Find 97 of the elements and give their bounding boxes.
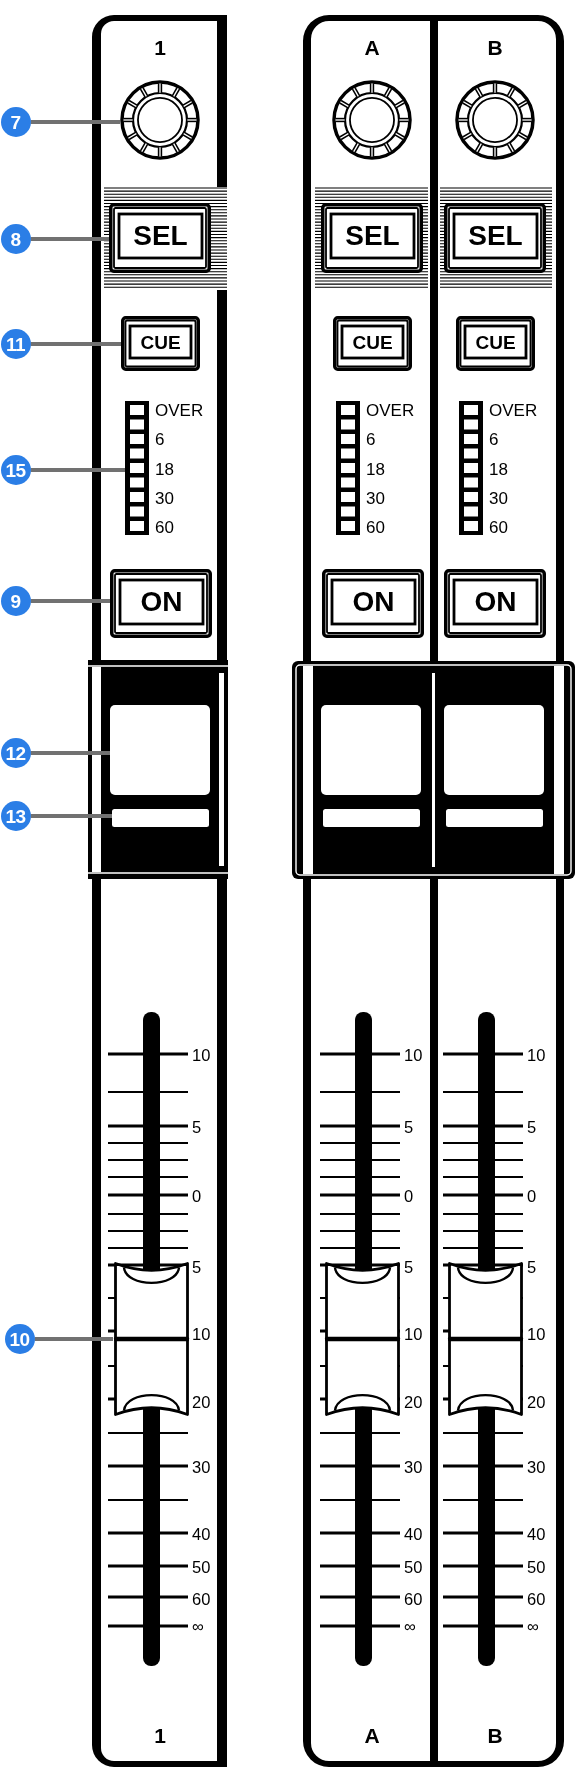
channel-label: 1 xyxy=(154,36,166,58)
channel-label: B xyxy=(487,36,503,58)
meter-scale-label: 30 xyxy=(489,489,508,507)
callout-number: 13 xyxy=(0,801,31,831)
fader-scale-label: 40 xyxy=(192,1525,211,1543)
name-display xyxy=(112,809,209,827)
callout-number: 9 xyxy=(0,586,31,616)
callout-number: 11 xyxy=(0,329,31,359)
fader-scale-label: 5 xyxy=(192,1118,202,1136)
channel-label: 1 xyxy=(154,1724,166,1746)
fader-scale-label: 20 xyxy=(404,1393,423,1411)
channel-strip xyxy=(303,15,434,1767)
meter-scale-label: OVER xyxy=(366,401,415,419)
sel-button: SEL xyxy=(444,203,546,273)
fader-scale-label: 50 xyxy=(192,1558,211,1576)
leader-line xyxy=(30,468,125,472)
fader-scale-label: 5 xyxy=(404,1258,414,1276)
meter-scale-label: 18 xyxy=(489,460,508,478)
cue-button: CUE xyxy=(121,316,200,371)
sel-button: SEL xyxy=(321,203,423,273)
fader-scale-label: ∞ xyxy=(404,1617,416,1635)
fader-scale-label: 30 xyxy=(192,1458,211,1476)
fader-scale-label: 0 xyxy=(404,1187,414,1205)
leader-line xyxy=(30,814,112,818)
meter-scale-label: 30 xyxy=(366,489,385,507)
sel-button: SEL xyxy=(109,203,211,273)
meter-scale-label: 60 xyxy=(155,518,174,536)
display-screen xyxy=(321,705,421,795)
channel-label: A xyxy=(364,36,380,58)
fader-scale-label: 5 xyxy=(404,1118,414,1136)
rotary-knob xyxy=(332,80,412,160)
fader-scale-label: 50 xyxy=(404,1558,423,1576)
cue-button: CUE xyxy=(456,316,535,371)
level-meter xyxy=(336,401,360,535)
channel-strip xyxy=(92,15,227,1767)
on-button: ON xyxy=(110,569,212,638)
fader-scale-label: 10 xyxy=(192,1325,211,1343)
fader-scale-label: 0 xyxy=(527,1187,537,1205)
fader-scale-label: 60 xyxy=(192,1590,211,1608)
channel-label: A xyxy=(364,1724,380,1746)
fader-scale-label: 0 xyxy=(192,1187,202,1205)
fader-scale-label: 10 xyxy=(404,1046,423,1064)
name-display xyxy=(323,809,420,827)
level-meter xyxy=(125,401,149,535)
rotary-knob xyxy=(455,80,535,160)
fader-knob xyxy=(113,1260,190,1418)
fader-scale-label: 10 xyxy=(527,1325,546,1343)
fader-scale-label: 40 xyxy=(527,1525,546,1543)
level-meter xyxy=(459,401,483,535)
callout-number: 7 xyxy=(0,107,31,137)
meter-scale-label: 30 xyxy=(155,489,174,507)
fader-scale-label: 5 xyxy=(527,1258,537,1276)
leader-line xyxy=(30,342,121,346)
meter-scale-label: 60 xyxy=(366,518,385,536)
on-button: ON xyxy=(322,569,424,638)
meter-scale-label: OVER xyxy=(489,401,538,419)
meter-scale-label: 6 xyxy=(489,430,499,448)
fader-scale-label: 30 xyxy=(527,1458,546,1476)
fader-knob xyxy=(324,1260,401,1418)
fader-scale-label: 30 xyxy=(404,1458,423,1476)
display-screen xyxy=(444,705,544,795)
leader-line xyxy=(30,120,121,124)
callout-number: 12 xyxy=(0,738,31,768)
fader-scale-label: 20 xyxy=(192,1393,211,1411)
meter-scale-label: 18 xyxy=(155,460,174,478)
channel-label: B xyxy=(487,1724,503,1746)
meter-scale-label: OVER xyxy=(155,401,204,419)
fader-scale-label: 60 xyxy=(527,1590,546,1608)
callout-number: 8 xyxy=(0,224,31,254)
leader-line xyxy=(30,599,110,603)
leader-line xyxy=(30,237,109,241)
on-button: ON xyxy=(444,569,546,638)
fader-scale-label: 10 xyxy=(192,1046,211,1064)
callout-number: 15 xyxy=(0,455,31,485)
fader-scale-label: ∞ xyxy=(192,1617,204,1635)
fader-scale-label: 20 xyxy=(527,1393,546,1411)
cue-button: CUE xyxy=(333,316,412,371)
fader-scale-label: 40 xyxy=(404,1525,423,1543)
callout-number: 10 xyxy=(4,1324,35,1354)
meter-scale-label: 6 xyxy=(366,430,376,448)
fader-scale-label: 10 xyxy=(527,1046,546,1064)
meter-scale-label: 60 xyxy=(489,518,508,536)
fader-scale-label: 5 xyxy=(527,1118,537,1136)
display-screen xyxy=(110,705,210,795)
name-display xyxy=(446,809,543,827)
fader-scale-label: 5 xyxy=(192,1258,202,1276)
fader-scale-label: 50 xyxy=(527,1558,546,1576)
meter-scale-label: 6 xyxy=(155,430,165,448)
channel-strip xyxy=(434,15,564,1767)
fader-scale-label: 60 xyxy=(404,1590,423,1608)
rotary-knob xyxy=(120,80,200,160)
meter-scale-label: 18 xyxy=(366,460,385,478)
fader-scale-label: ∞ xyxy=(527,1617,539,1635)
fader-knob xyxy=(447,1260,524,1418)
fader-scale-label: 10 xyxy=(404,1325,423,1343)
leader-line xyxy=(34,1337,113,1341)
leader-line xyxy=(30,751,110,755)
